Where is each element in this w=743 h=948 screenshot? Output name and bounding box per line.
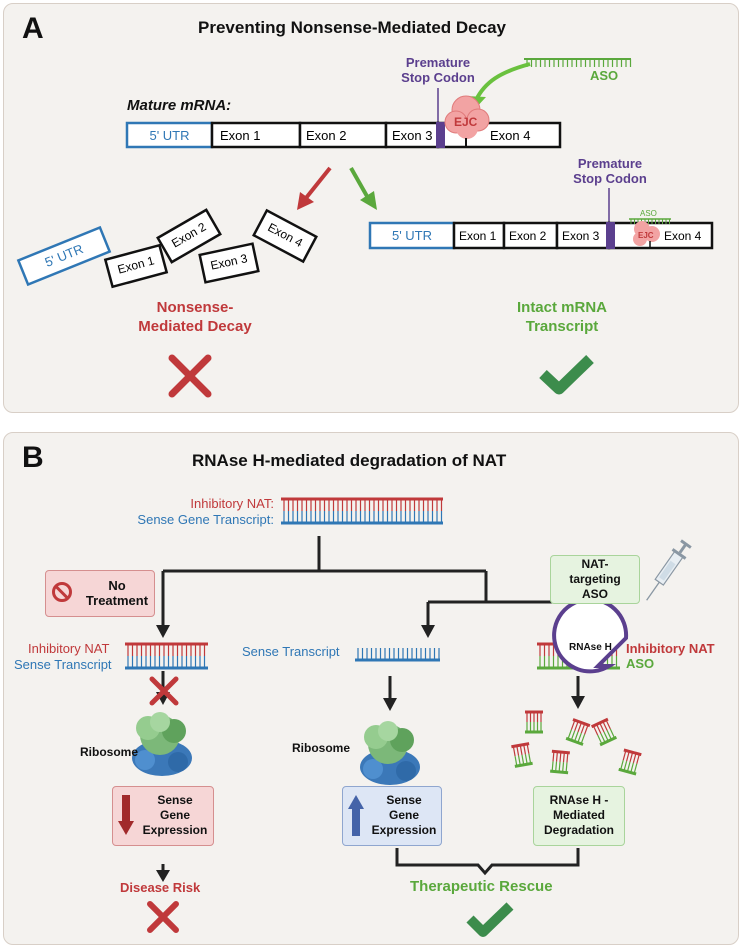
rescue-check-icon (466, 902, 514, 937)
intact-check-icon (539, 355, 594, 395)
decay-arrow (297, 166, 332, 210)
small-aso-label: ASO (640, 209, 657, 218)
down-arrow-icon (118, 795, 134, 837)
aso-label: ASO (590, 68, 619, 83)
fragment-exon2 (156, 208, 222, 264)
nmd-label: Nonsense- Mediated Decay (120, 298, 270, 336)
sge-mid-line2: Gene (388, 808, 419, 822)
intact-exon3-label: Exon 3 (562, 229, 600, 243)
sense-gene-expression-mid: Sense Gene Expression (366, 793, 442, 838)
panel-a-title: Preventing Nonsense-Mediated Decay (198, 18, 506, 37)
nat-targeting-aso-label: NAT- targeting ASO (550, 557, 640, 602)
duplex-left (125, 642, 208, 670)
fragment-utr (16, 225, 112, 287)
nmd-line2: Mediated Decay (138, 318, 252, 335)
utr-label: 5' UTR (149, 128, 190, 143)
sge-left-line1: Sense (157, 793, 193, 807)
ribosome-mid-label: Ribosome (292, 741, 351, 755)
nta-line3: ASO (581, 587, 608, 601)
rnase-h-enzyme (552, 597, 629, 674)
ejc-label: EJC (454, 115, 478, 129)
exon4-label: Exon 4 (490, 128, 531, 143)
no-treatment-label: No Treatment (82, 578, 152, 608)
aso-right-label: ASO (626, 656, 655, 671)
aso-arrow (474, 62, 531, 101)
no-treatment-line2: Treatment (85, 593, 149, 608)
nta-line2: targeting (569, 572, 621, 586)
intact-line1: Intact mRNA (516, 299, 607, 316)
intact-exon4-label: Exon 4 (664, 229, 702, 243)
syringe-icon (646, 539, 692, 601)
rnase-degradation-label: RNAse H - Mediated Degradation (533, 793, 625, 838)
premature-line2: Stop Codon (401, 70, 475, 85)
ribosome-left-label: Ribosome (80, 745, 139, 759)
premature-line2-2: Stop Codon (573, 171, 647, 186)
intact-line2: Transcript (525, 318, 599, 335)
exon1-label: Exon 1 (220, 128, 261, 143)
ejc-complex (444, 95, 490, 147)
sense-transcript-mid-label: Sense Transcript (242, 644, 340, 659)
up-arrow-icon (348, 795, 364, 837)
intact-exon2-label: Exon 2 (509, 229, 547, 243)
sense-gene-transcript-label: Sense Gene Transcript: (137, 512, 274, 527)
rescue-arrow (349, 167, 377, 210)
inhibitory-nat-left-label: Inhibitory NAT (28, 641, 110, 656)
decay-x-icon (168, 354, 212, 398)
degraded-fragments (511, 710, 642, 776)
inhibitory-nat-top-label: Inhibitory NAT: (190, 496, 274, 511)
sge-mid-line1: Sense (386, 793, 422, 807)
no-entry-icon (52, 582, 72, 602)
exon3-label: Exon 3 (392, 128, 433, 143)
ribosome-left (132, 712, 192, 776)
intact-exon1-label: Exon 1 (459, 229, 497, 243)
intact-utr-label: 5' UTR (391, 228, 433, 243)
nat-targeting-aso-box (550, 555, 640, 604)
premature-stop-label: Premature Stop Codon (398, 55, 478, 85)
premature-line1: Premature (405, 55, 471, 70)
panel-b-title: RNAse H-mediated degradation of NAT (192, 451, 507, 470)
fragment-exon3 (198, 242, 260, 284)
fragment-exon1 (103, 243, 169, 289)
panel-a-letter: A (22, 12, 44, 45)
panel-b-graphic (125, 497, 692, 937)
rd-line2: Mediated (552, 808, 605, 822)
mature-mrna-label: Mature mRNA: (127, 97, 232, 114)
disease-risk-label: Disease Risk (120, 880, 201, 895)
intact-label: Intact mRNA Transcript (492, 298, 632, 336)
sge-left-line3: Expression (142, 823, 208, 837)
therapeutic-rescue-label: Therapeutic Rescue (410, 878, 553, 895)
fragment-exon4 (252, 208, 318, 264)
premature-stop-label-2: Premature Stop Codon (570, 156, 650, 186)
nta-line1: NAT- (581, 557, 609, 571)
sense-strand-mid (355, 648, 440, 662)
rd-line3: Degradation (543, 823, 614, 837)
rnase-h-label: RNAse H (569, 642, 612, 653)
sense-gene-expression-left: Sense Gene Expression (136, 793, 214, 838)
rd-line1: RNAse H - (549, 793, 609, 807)
panel-a (3, 3, 739, 413)
sge-left-line2: Gene (159, 808, 190, 822)
sge-mid-line3: Expression (371, 823, 437, 837)
premature-line1-2: Premature (577, 156, 643, 171)
rnase-degradation-box (533, 786, 625, 846)
nmd-line1: Nonsense- (156, 299, 234, 316)
small-ejc (633, 221, 660, 248)
panel-b-letter: B (22, 441, 44, 474)
no-treatment-line1: No (108, 578, 126, 593)
inhibitory-nat-right-label: Inhibitory NAT (626, 641, 715, 656)
panel-a-graphic (16, 58, 714, 398)
disease-x-icon (147, 901, 179, 933)
duplex-top (281, 497, 443, 525)
small-ejc-label: EJC (638, 231, 654, 240)
aso-strand-top (524, 58, 632, 67)
ribosome-mid (360, 721, 420, 785)
panel-b (3, 432, 739, 945)
sense-transcript-left-label: Sense Transcript (14, 657, 112, 672)
blocked-x-icon (149, 676, 179, 706)
exon2-label: Exon 2 (306, 128, 347, 143)
